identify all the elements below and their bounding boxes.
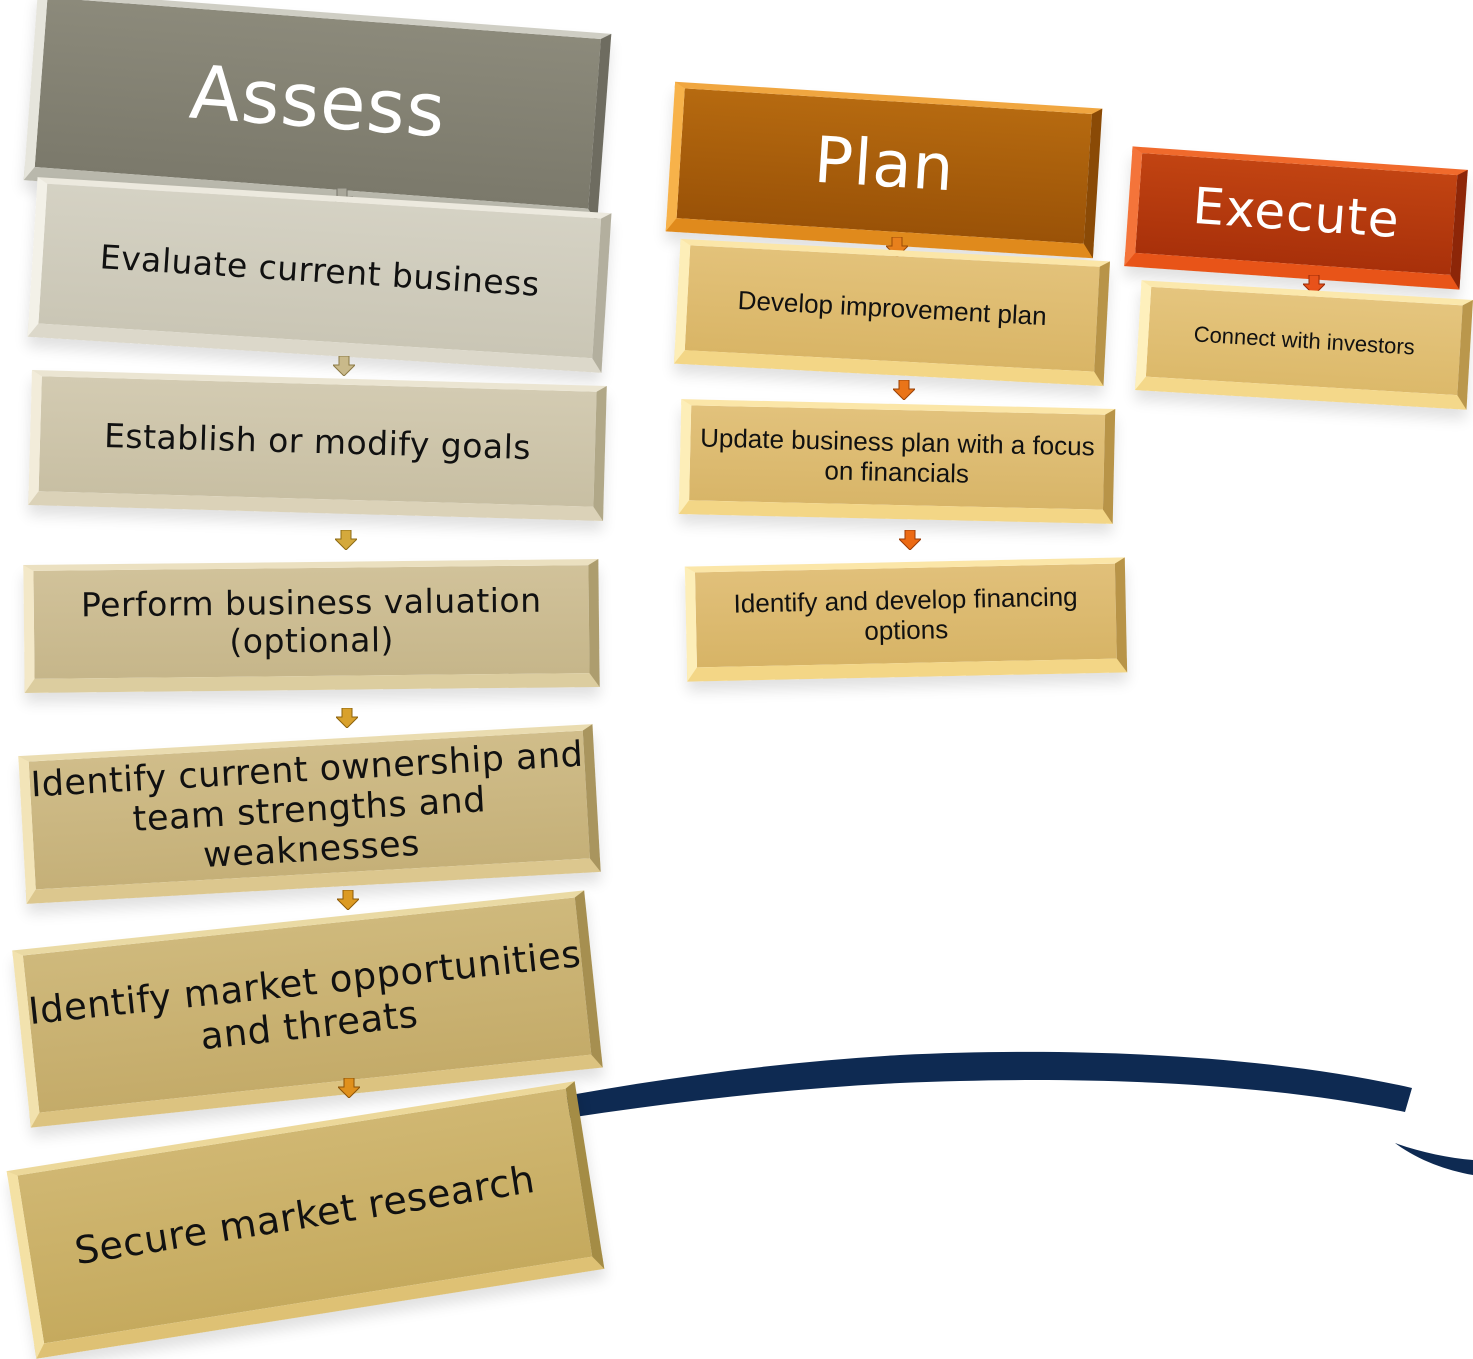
assess-step-4-label: Identify current ownership and team stre…: [29, 734, 585, 877]
plan-step-1-label: Develop improvement plan: [737, 284, 1048, 331]
assess-step-2-label: Establish or modify goals: [103, 415, 532, 467]
down-arrow-icon: [338, 1078, 360, 1098]
assess-step-3: Perform business valuation (optional): [23, 558, 600, 694]
down-arrow-icon: [336, 708, 358, 728]
execute-header: Execute: [1124, 146, 1468, 290]
assess-step-4: Identify current ownership and team stre…: [18, 724, 601, 904]
plan-step-3: Identify and develop financing options: [684, 557, 1128, 682]
assess-step-2: Establish or modify goals: [28, 369, 607, 522]
plan-step-2-label: Update business plan with a focus on fin…: [699, 422, 1096, 489]
execute-step-1: Connect with investors: [1135, 280, 1473, 410]
down-arrow-icon: [899, 530, 921, 550]
plan-step-1: Develop improvement plan: [674, 238, 1110, 387]
assess-step-6: Secure market research: [6, 1081, 605, 1359]
down-arrow-icon: [1303, 275, 1325, 295]
assess-step-5-label: Identify market opportunities and threat…: [26, 932, 583, 1059]
down-arrow-icon: [333, 356, 355, 376]
plan-header: Plan: [665, 81, 1103, 259]
assess-step-6-label: Secure market research: [71, 1157, 538, 1274]
down-arrow-icon: [893, 380, 915, 400]
down-arrow-icon: [335, 530, 357, 550]
swoosh-lower-tip: [1395, 1143, 1473, 1175]
down-arrow-icon: [337, 890, 359, 910]
assess-header-label: Assess: [186, 49, 449, 155]
plan-step-2: Update business plan with a focus on fin…: [678, 399, 1116, 524]
assess-step-3-label: Perform business valuation (optional): [80, 580, 542, 661]
execute-step-1-label: Connect with investors: [1193, 321, 1416, 360]
plan-header-label: Plan: [812, 123, 957, 207]
assess-step-1-label: Evaluate current business: [98, 237, 541, 304]
plan-step-3-label: Identify and develop financing options: [733, 581, 1078, 646]
execute-header-label: Execute: [1191, 177, 1402, 250]
